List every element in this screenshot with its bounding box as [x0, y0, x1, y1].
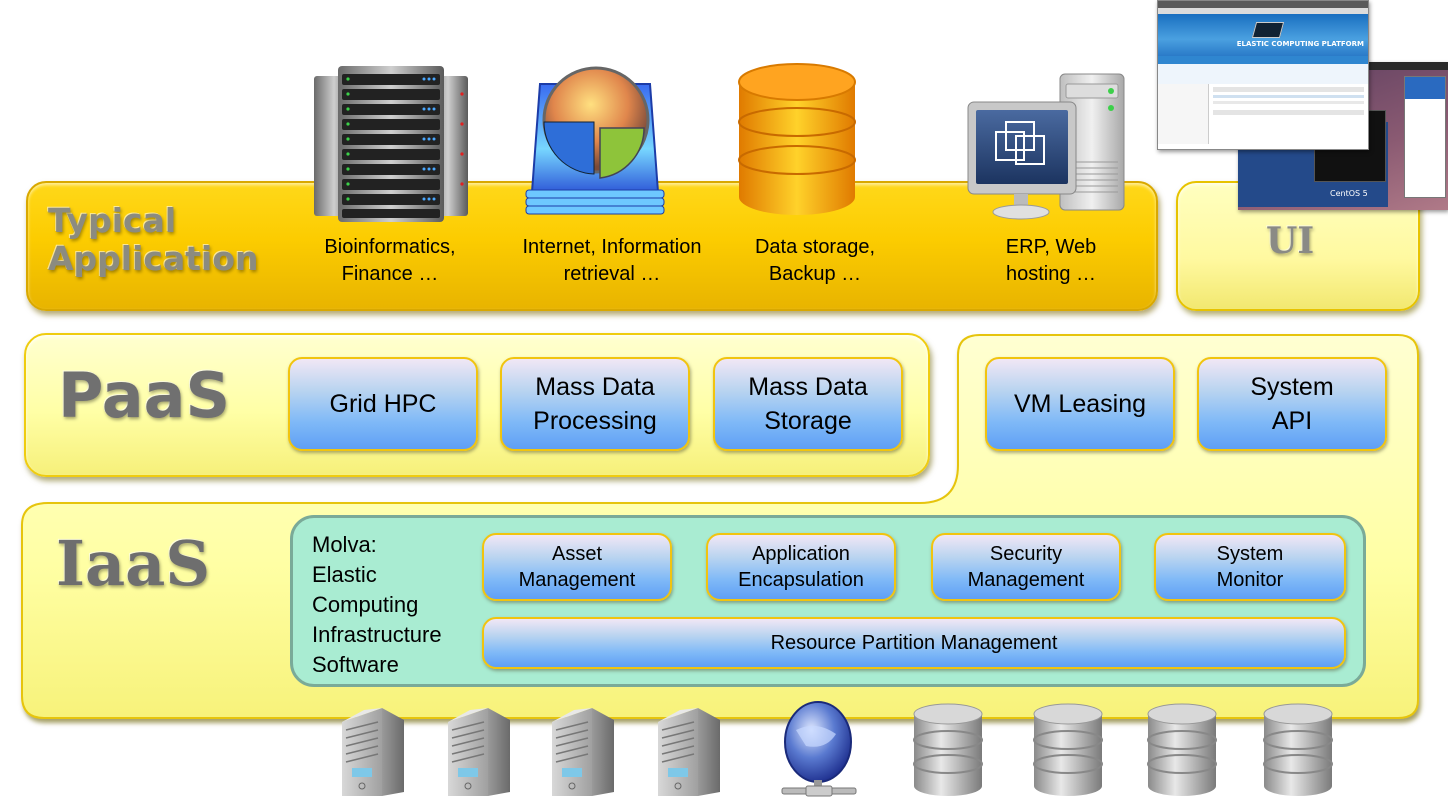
module-mass-data-storage: Mass Data Storage — [713, 357, 903, 451]
module-label: System — [1250, 373, 1334, 401]
storage-disk-icon — [913, 703, 983, 796]
module-grid-hpc: Grid HPC — [288, 357, 478, 451]
module-asset-management: Asset Management — [482, 533, 672, 601]
module-label: Storage — [764, 407, 852, 435]
caption-line: hosting … — [1005, 263, 1097, 285]
portal-toolbar — [1158, 64, 1368, 84]
module-label: Mass Data — [535, 373, 655, 401]
module-label: Security — [989, 543, 1063, 565]
module-system-api: System API — [1197, 357, 1387, 451]
module-label: Application — [752, 543, 850, 565]
storage-disk-icon — [1033, 703, 1103, 796]
paas-title: PaaS — [58, 359, 231, 432]
caption-line: retrieval … — [563, 263, 661, 285]
caption-line: Finance … — [341, 263, 439, 285]
os-label: CentOS 5 — [1330, 189, 1368, 198]
portal-nav — [1158, 56, 1368, 64]
typical-application-title: Typical Application — [48, 202, 259, 278]
module-label: Management — [518, 569, 636, 591]
module-mass-data-processing: Mass Data Processing — [500, 357, 690, 451]
description-line: Infrastructure — [312, 622, 442, 647]
network-globe-icon — [781, 701, 857, 797]
ui-title: UI — [1266, 220, 1315, 262]
information-retrieval-icon — [525, 66, 665, 215]
web-portal-screenshot: ELASTIC COMPUTING PLATFORM — [1157, 0, 1369, 150]
description-line: Molva: — [312, 532, 377, 557]
app-caption: ERP, Web hosting … — [976, 234, 1126, 288]
portal-tree — [1158, 84, 1209, 144]
module-vm-leasing: VM Leasing — [985, 357, 1175, 451]
module-label: System — [1216, 543, 1284, 565]
description-line: Computing — [312, 592, 419, 617]
module-label: Grid HPC — [329, 390, 437, 418]
description-line: Software — [312, 652, 399, 677]
app-caption: Data storage, Backup … — [730, 234, 900, 288]
server-tower-icon — [658, 708, 720, 796]
caption-line: Backup … — [768, 263, 862, 285]
iaas-title: IaaS — [56, 527, 211, 600]
caption-line: Bioinformatics, — [324, 236, 456, 258]
virtual-machine-icon — [967, 73, 1125, 220]
banner-text: ELASTIC COMPUTING PLATFORM — [1236, 40, 1364, 48]
module-label: Encapsulation — [738, 569, 864, 591]
module-security-management: Security Management — [931, 533, 1121, 601]
app-caption: Bioinformatics, Finance … — [300, 234, 480, 288]
caption-line: Internet, Information — [522, 236, 702, 258]
server-rack-icon — [314, 66, 468, 222]
server-tower-icon — [448, 708, 510, 796]
molva-description: Molva: Elastic Computing Infrastructure … — [312, 530, 442, 680]
module-label: Asset — [551, 543, 603, 565]
server-tower-icon — [342, 708, 404, 796]
module-label: Monitor — [1216, 569, 1284, 591]
module-system-monitor: System Monitor — [1154, 533, 1346, 601]
module-label: Processing — [533, 407, 657, 435]
storage-disk-icon — [1147, 703, 1217, 796]
storage-disk-icon — [1263, 703, 1333, 796]
browser-tabbar — [1158, 1, 1368, 8]
module-label: VM Leasing — [1013, 390, 1147, 418]
caption-line: ERP, Web — [1005, 236, 1097, 258]
module-application-encapsulation: Application Encapsulation — [706, 533, 896, 601]
title-line: Application — [48, 239, 259, 278]
database-icon — [738, 63, 856, 215]
portal-banner: ELASTIC COMPUTING PLATFORM — [1158, 14, 1368, 56]
server-tower-icon — [552, 708, 614, 796]
portal-content — [1158, 84, 1368, 144]
browser-addressbar — [1158, 8, 1368, 14]
module-label: API — [1271, 407, 1313, 435]
module-label: Management — [967, 569, 1085, 591]
app-caption: Internet, Information retrieval … — [498, 234, 726, 288]
description-line: Elastic — [312, 562, 377, 587]
module-label: Resource Partition Management — [770, 632, 1058, 654]
title-line: Typical — [48, 201, 177, 240]
laptop-graphic — [1251, 22, 1285, 38]
caption-line: Data storage, — [754, 236, 876, 258]
portal-table — [1209, 84, 1368, 144]
module-label: Mass Data — [748, 373, 868, 401]
module-resource-partition-management: Resource Partition Management — [482, 617, 1346, 669]
side-window — [1404, 76, 1446, 198]
